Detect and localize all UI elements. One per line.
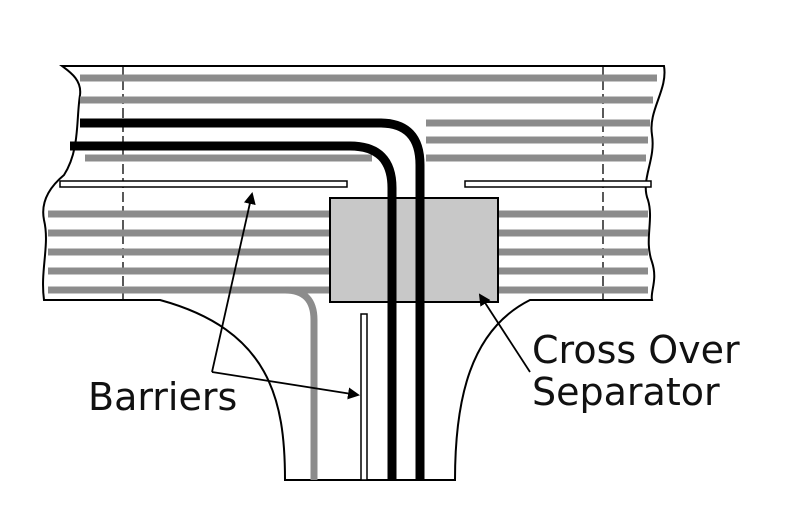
- cross-over-separator: [329, 197, 499, 303]
- black-cables: [70, 118, 425, 480]
- arrow-barrier-top: [211, 192, 256, 373]
- barrier-right: [464, 180, 652, 188]
- arrow-barrier-vertical: [211, 371, 360, 400]
- label-barriers: Barriers: [88, 375, 237, 419]
- barrier-vertical: [360, 313, 368, 481]
- black-cable-inner: [70, 141, 397, 480]
- barrier-left: [59, 180, 348, 188]
- gray-cable-down: [48, 286, 318, 480]
- black-cable-outer: [80, 118, 425, 480]
- label-cross-over: Cross Over: [532, 328, 740, 372]
- label-separator: Separator: [532, 370, 720, 414]
- arrow-separator: [478, 293, 531, 373]
- upper-gray-cables: [80, 74, 657, 162]
